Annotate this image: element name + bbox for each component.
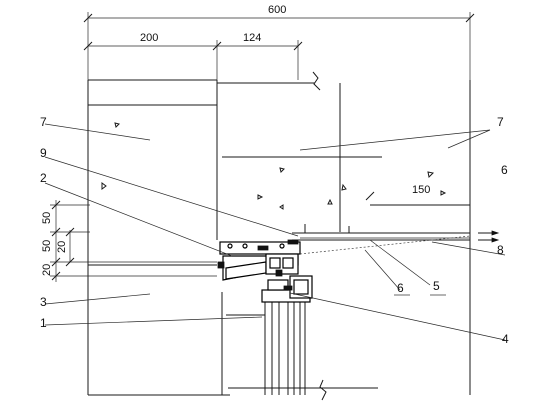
label-6-bottom: 6	[397, 281, 404, 295]
dim-total: 600	[268, 4, 286, 16]
label-6-right: 6	[501, 163, 508, 177]
right-arrows	[478, 230, 500, 243]
dim-mid: 124	[243, 32, 261, 44]
dimension-chain	[83, 12, 475, 80]
label-5: 5	[433, 279, 440, 293]
label-4: 4	[502, 332, 509, 346]
dim-v3: 20	[56, 241, 68, 253]
inner-dimension	[365, 191, 375, 201]
label-1: 1	[40, 316, 47, 330]
dim-inner: 150	[412, 184, 430, 196]
label-7-right: 7	[497, 115, 504, 129]
dim-v2: 50	[41, 240, 53, 252]
wall-outlines	[87, 71, 471, 401]
label-2: 2	[40, 171, 47, 185]
left-dimension-stack	[50, 200, 217, 282]
leader-lines	[44, 123, 506, 341]
concrete-hatch	[101, 122, 447, 210]
label-9: 9	[40, 146, 47, 160]
dim-v4: 20	[41, 264, 53, 276]
label-7-left: 7	[40, 115, 47, 129]
label-3: 3	[40, 295, 47, 309]
label-8: 8	[497, 243, 504, 257]
window-frame-profile	[217, 239, 313, 303]
dim-v1: 50	[41, 212, 53, 224]
dim-left: 200	[140, 32, 158, 44]
